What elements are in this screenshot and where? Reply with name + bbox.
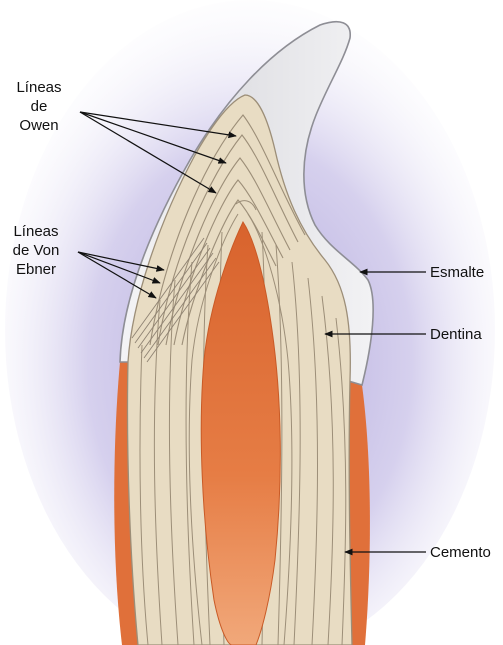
label-dentina: Dentina <box>430 325 482 344</box>
label-esmalte: Esmalte <box>430 263 484 282</box>
owen-line-3: Owen <box>4 116 74 135</box>
owen-line-1: Líneas <box>4 78 74 97</box>
ebner-line-1: Líneas <box>2 222 70 241</box>
label-cemento: Cemento <box>430 543 491 562</box>
ebner-line-3: Ebner <box>2 260 70 279</box>
label-lineas-de-owen: Líneas de Owen <box>4 78 74 135</box>
ebner-line-2: de Von <box>2 241 70 260</box>
owen-line-2: de <box>4 97 74 116</box>
label-lineas-de-von-ebner: Líneas de Von Ebner <box>2 222 70 279</box>
